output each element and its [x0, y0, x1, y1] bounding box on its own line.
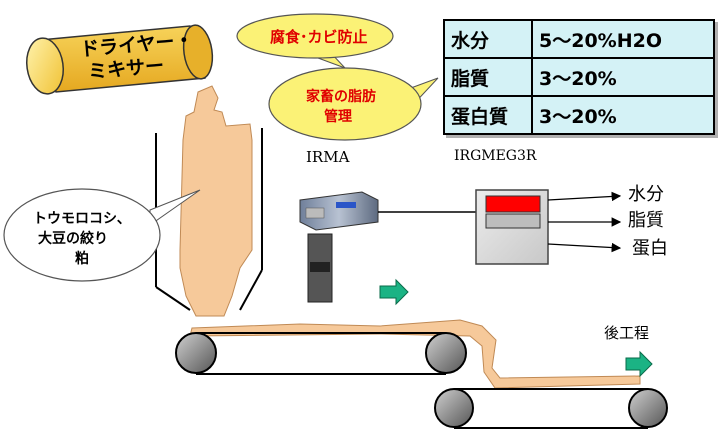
output-protein-label: 蛋白 — [632, 238, 668, 259]
table-cell-name: 蛋白質 — [443, 95, 533, 135]
table-cell-value: 3～20% — [531, 95, 715, 135]
bubble-livestock-text-2: 管理 — [324, 109, 352, 125]
next-process-label: 後工程 — [604, 324, 650, 342]
flow-arrow-lower — [625, 350, 653, 378]
conveyor-upper — [175, 332, 467, 375]
output-fat-label: 脂質 — [628, 210, 664, 231]
table-row: 蛋白質 3～20% — [443, 95, 715, 135]
bubble-material — [3, 188, 201, 282]
sensor-label: IRMA — [306, 148, 350, 166]
conveyor-lower — [434, 388, 668, 429]
irma-sensor — [299, 191, 379, 303]
bubble-material-text-1: トウモロコシ、 — [33, 211, 131, 227]
output-arrow-protein — [547, 242, 622, 253]
table-cell-value: 5～20%H2O — [531, 19, 715, 59]
table-row: 水分 5～20%H2O — [443, 19, 715, 59]
table-row: 脂質 3～20% — [443, 57, 715, 97]
controller-unit — [475, 189, 549, 265]
table-cell-value: 3～20% — [531, 57, 715, 97]
bubble-corrosion-text: 腐食･カビ防止 — [270, 28, 368, 46]
bubble-material-text-3: 粕 — [75, 251, 89, 267]
output-arrow-moisture — [547, 191, 622, 202]
table-cell-name: 脂質 — [443, 57, 533, 97]
controller-label: IRGMEG3R — [454, 148, 537, 164]
bubble-corrosion — [236, 13, 394, 69]
table-cell-name: 水分 — [443, 19, 533, 59]
dryer-cylinder — [26, 24, 214, 95]
bubble-livestock — [268, 67, 439, 141]
output-moisture-label: 水分 — [628, 184, 664, 205]
flow-arrow-upper — [379, 278, 409, 306]
material-belt — [189, 319, 641, 389]
property-table: 水分 5～20%H2O 脂質 3～20% 蛋白質 3～20% — [443, 19, 715, 135]
bubble-material-text-2: 大豆の絞り — [38, 231, 108, 247]
bubble-livestock-text-1: 家畜の脂肪 — [306, 89, 376, 105]
material-stream — [179, 85, 253, 317]
